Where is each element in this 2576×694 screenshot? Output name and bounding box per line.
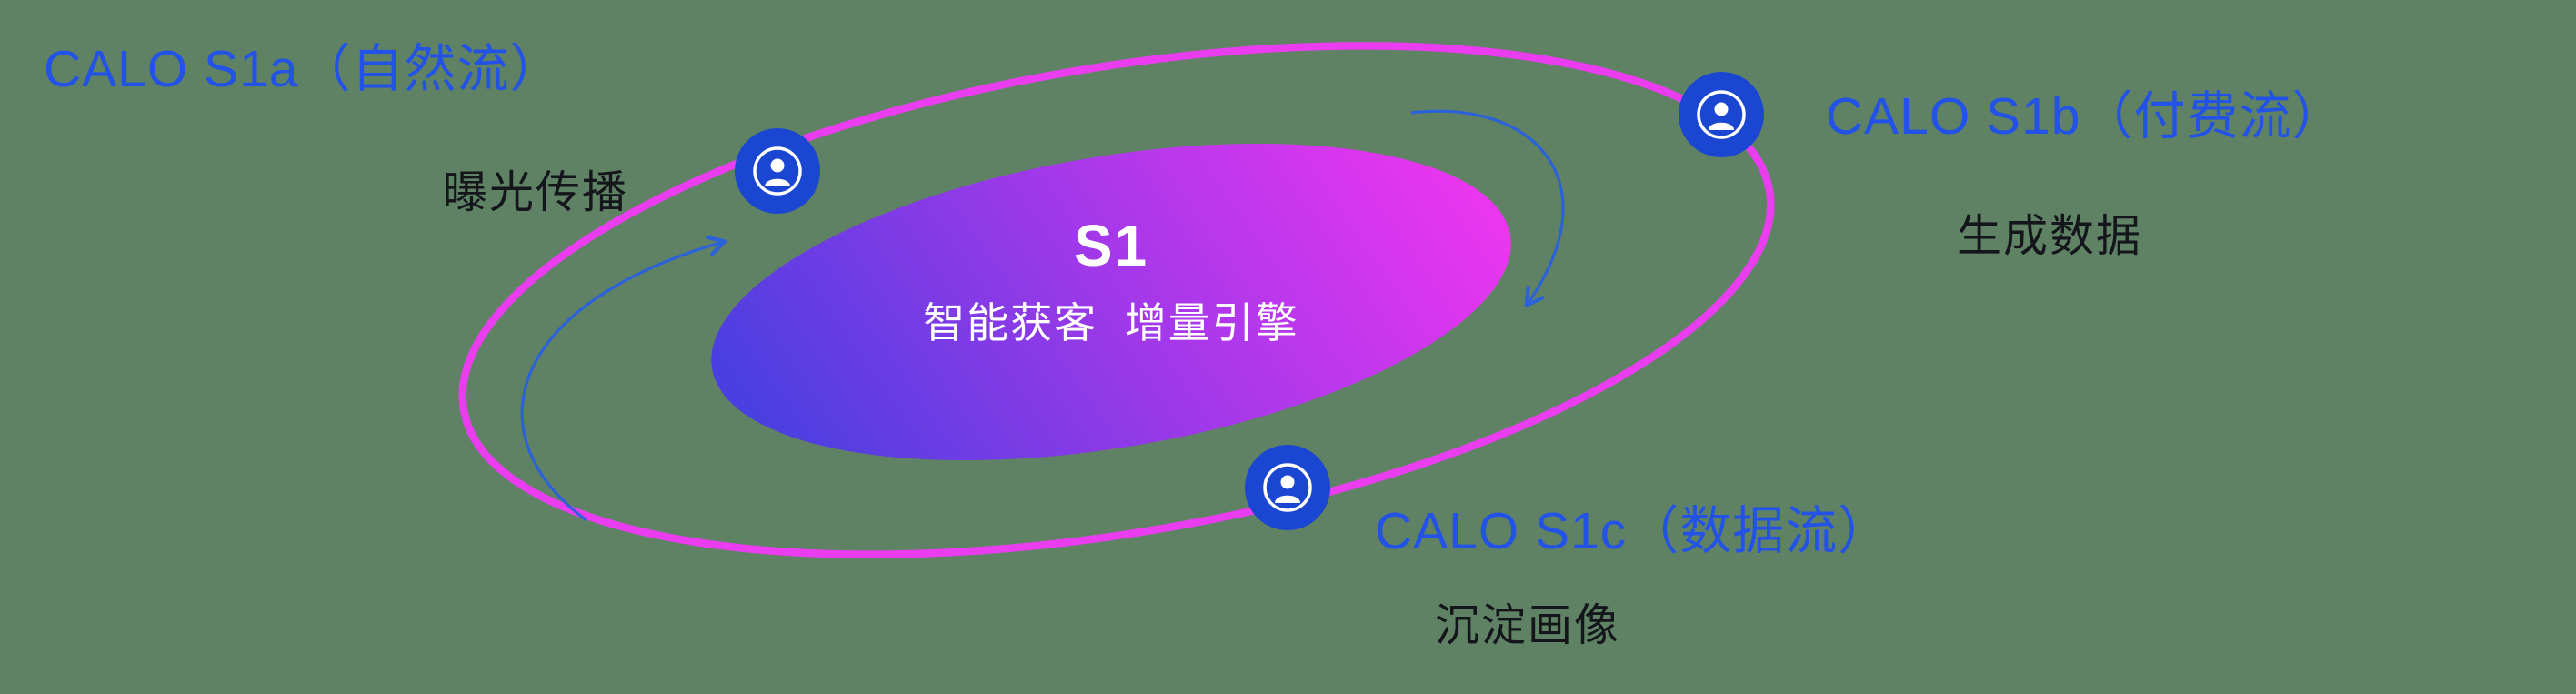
node-calo-s1c (1245, 445, 1330, 530)
center-title: S1 (1073, 212, 1149, 278)
flow-arrow-left (520, 235, 727, 522)
user-icon (753, 146, 802, 196)
label-s1b-title: CALO S1b（付费流） (1826, 87, 2345, 146)
flow-arrow-right (1410, 109, 1565, 307)
label-s1c-subtitle: 沉淀画像 (1435, 601, 1621, 650)
label-s1c-title: CALO S1c（数据流） (1375, 502, 1891, 560)
center-subtitle: 智能获客 增量引擎 (923, 299, 1299, 347)
center-text-block: S1 智能获客 增量引擎 (707, 136, 1516, 427)
user-icon (1263, 463, 1312, 512)
label-s1a-title: CALO S1a（自然流） (44, 40, 563, 98)
label-s1b-subtitle: 生成数据 (1957, 212, 2143, 261)
user-icon (1697, 90, 1746, 139)
node-calo-s1a (735, 128, 820, 214)
orbit-ring (458, 42, 1775, 558)
node-calo-s1b (1679, 72, 1764, 157)
label-s1a-subtitle: 曝光传播 (443, 168, 629, 217)
